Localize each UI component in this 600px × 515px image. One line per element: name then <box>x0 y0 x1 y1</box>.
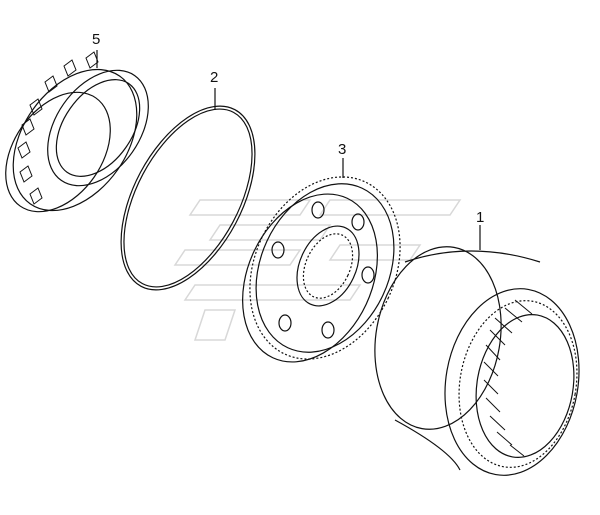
ring-gear-part <box>374 225 580 476</box>
callout-3: 3 <box>338 141 346 158</box>
retaining-ring-part <box>120 88 256 291</box>
gear-hub-part <box>242 158 401 363</box>
watermark-logo <box>173 199 462 341</box>
callout-1: 1 <box>476 209 484 226</box>
callout-2: 2 <box>210 69 218 86</box>
callout-5: 5 <box>92 31 100 48</box>
bearing-part <box>5 50 149 213</box>
